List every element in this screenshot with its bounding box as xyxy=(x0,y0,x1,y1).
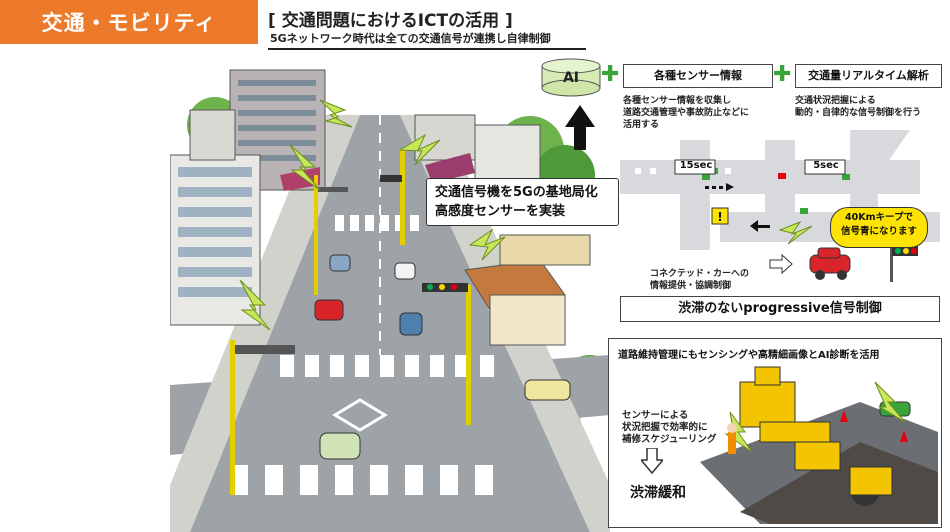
page-title: [ 交通問題におけるICTの活用 ] xyxy=(268,11,513,31)
maintenance-header: 道路維持管理にもセンシングや高精細画像とAI診断を活用 xyxy=(618,350,880,361)
realtime-description: 交通状況把握による 動的・自律的な信号制御を行う xyxy=(795,95,921,119)
speed-advice-bubble: 40Kmキープで 信号青になります xyxy=(830,207,928,248)
title-underline xyxy=(268,48,586,50)
svg-text:!: ! xyxy=(717,210,722,224)
maintenance-description: センサーによる 状況把握で効率的に 補修スケジューリング xyxy=(622,410,716,446)
sensor-description: 各種センサー情報を収集し 道路交通管理や事故防止などに 活用する xyxy=(623,95,749,131)
timer-right: 5sec xyxy=(813,160,839,171)
plus-icon: ✚ xyxy=(601,62,620,87)
plus-icon: ✚ xyxy=(773,62,792,87)
car-text-line: 情報提供・協調制御 xyxy=(650,281,732,291)
sensor-desc-line: 道路交通管理や事故防止などに xyxy=(623,108,750,118)
page-subtitle: 5Gネットワーク時代は全ての交通信号が連携し自律制御 xyxy=(270,32,551,45)
car-text-line: コネクテッド・カーへの xyxy=(650,269,750,279)
sensor-desc-line: 各種センサー情報を収集し xyxy=(623,96,732,106)
sensor-info-box: 各種センサー情報 xyxy=(623,64,773,88)
timer-left: 15sec xyxy=(679,160,713,171)
maintenance-desc-line: 状況把握で効率的に xyxy=(622,422,708,433)
sensor-desc-line: 活用する xyxy=(623,120,660,130)
down-arrow-icon xyxy=(641,448,663,474)
street-illustration xyxy=(170,55,610,532)
speech-line: 信号青になります xyxy=(840,226,917,237)
congestion-relief-label: 渋滞緩和 xyxy=(630,485,686,501)
ai-cloud-icon xyxy=(541,58,601,97)
maintenance-desc-line: センサーによる xyxy=(622,410,689,421)
realtime-analysis-box: 交通量リアルタイム解析 xyxy=(795,64,942,88)
progressive-signal-label: 渋滞のないprogressive信号制御 xyxy=(620,296,940,322)
maintenance-desc-line: 補修スケジューリング xyxy=(622,434,717,445)
callout-line-1: 交通信号機を5Gの基地局化 xyxy=(435,185,598,200)
road-repair-illustration xyxy=(700,366,938,524)
speech-line: 40Kmキープで xyxy=(845,212,913,223)
connected-car-text: コネクテッド・カーへの 情報提供・協調制御 xyxy=(650,268,749,292)
realtime-desc-line: 動的・自律的な信号制御を行う xyxy=(795,108,922,118)
category-tab: 交通・モビリティ xyxy=(0,0,258,44)
realtime-desc-line: 交通状況把握による xyxy=(795,96,876,106)
ai-label: AI xyxy=(562,70,580,86)
signal-callout: 交通信号機を5Gの基地局化 高感度センサーを実装 xyxy=(426,178,619,226)
callout-line-2: 高感度センサーを実装 xyxy=(435,204,566,219)
